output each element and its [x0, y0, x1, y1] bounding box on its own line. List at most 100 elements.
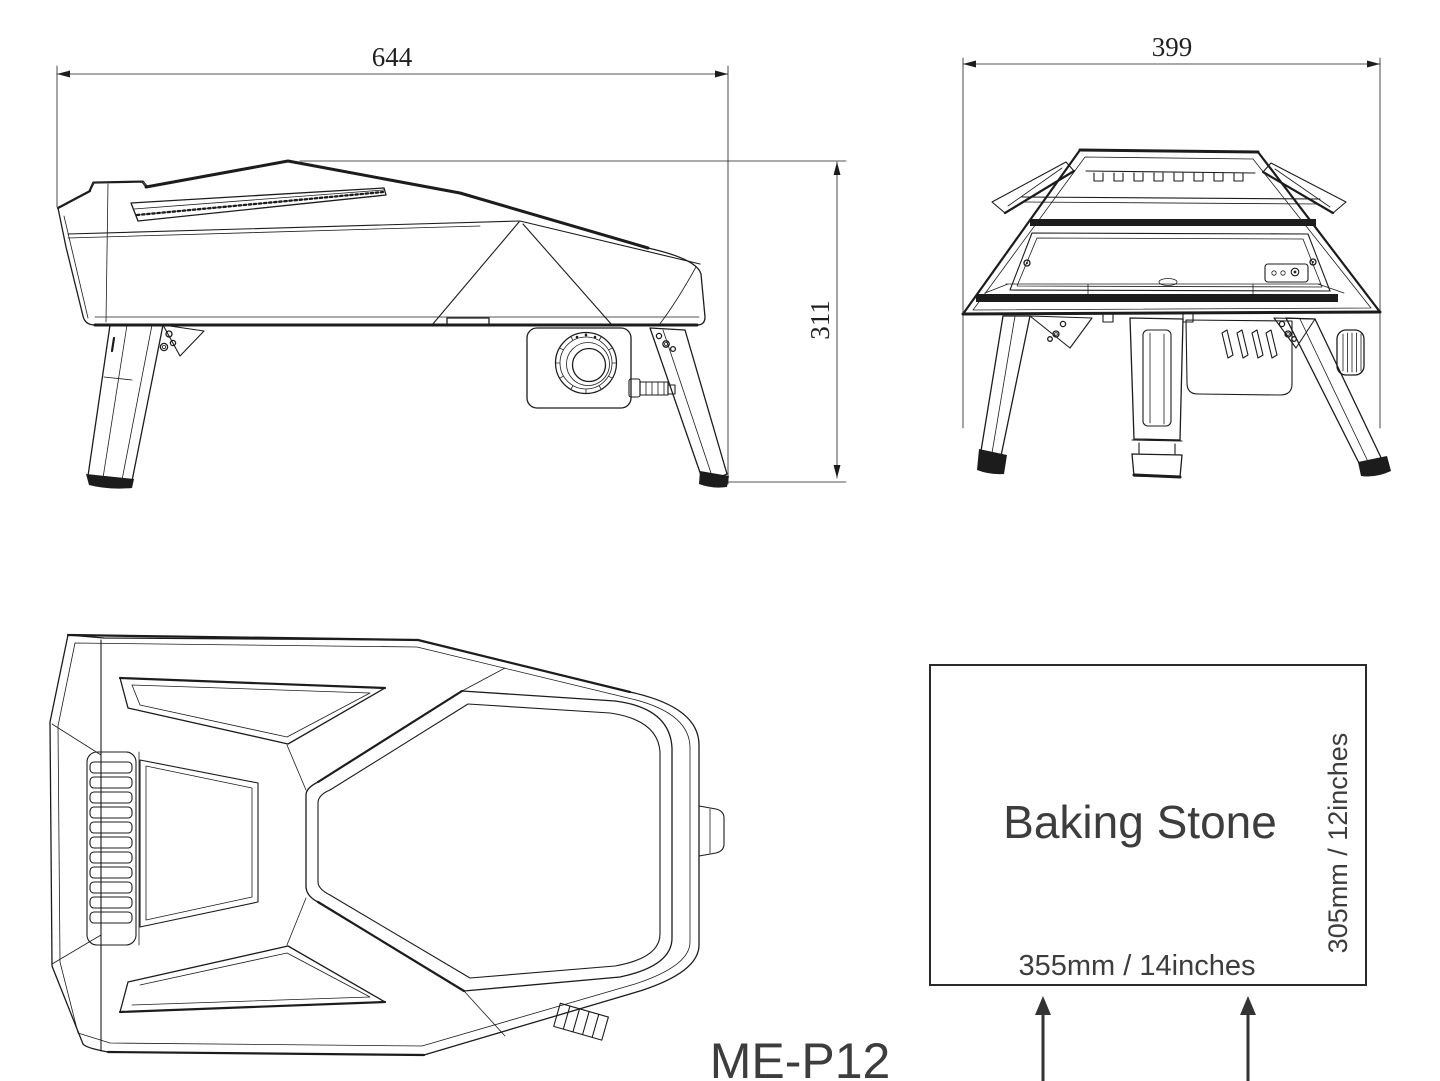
dimension-front-width: 399	[963, 32, 1380, 428]
arrowhead-left-icon	[963, 60, 976, 68]
control-dial-mark-3	[593, 335, 597, 339]
side-mouth-inner-line	[64, 216, 88, 318]
side-vent-hatch	[137, 192, 383, 215]
front-body-outline	[963, 150, 1380, 314]
control-knob-grip	[573, 349, 606, 382]
side-lid-parting-line	[68, 221, 700, 264]
front-right-handle-cutout	[1263, 163, 1346, 213]
front-dark-band	[1030, 219, 1316, 226]
arrowhead-down-icon	[833, 465, 841, 478]
side-front-leg-bracket	[163, 325, 204, 356]
front-panel-knob	[1291, 268, 1299, 276]
side-rear-foot	[699, 471, 729, 488]
front-control-panel	[1265, 264, 1308, 282]
baking-stone-title: Baking Stone	[1003, 796, 1277, 848]
baking-stone-diagram: Baking Stone 305mm / 12inches 355mm / 14…	[930, 665, 1366, 1081]
up-arrow-icon	[1035, 996, 1051, 1015]
front-groove-line-2	[1024, 202, 1318, 204]
side-bracket-screw-2-inner	[162, 345, 165, 348]
baking-stone-box	[930, 665, 1366, 985]
top-upper-vent-shadow	[120, 678, 385, 688]
side-view-drawing	[58, 161, 729, 489]
top-left-seam-upper	[52, 724, 101, 755]
front-left-screw-2-inner	[1055, 333, 1058, 336]
arrowhead-right-icon	[715, 70, 728, 78]
side-lid-parting-line-2	[68, 226, 480, 238]
side-rear-leg	[650, 328, 727, 484]
side-vent-slot	[131, 188, 386, 221]
front-right-foot	[1358, 456, 1391, 477]
side-front-leg-slot	[112, 338, 114, 351]
baking-stone-side-label: 305mm / 12inches	[1323, 733, 1353, 954]
dim-value-front-width: 399	[1152, 32, 1193, 62]
top-lower-vent-shadow	[120, 1002, 385, 1012]
arrowhead-right-icon	[1367, 60, 1380, 68]
front-left-handle-shadow	[1005, 171, 1074, 213]
front-regulator-ribs	[1343, 333, 1361, 372]
front-screw-left-dot	[1026, 262, 1028, 264]
front-groove-line-1	[1022, 197, 1320, 199]
model-label: ME-P12	[710, 1033, 891, 1081]
top-mid-panel	[140, 760, 258, 927]
front-slope-edges	[963, 150, 1380, 314]
front-left-screw-3	[1048, 337, 1053, 342]
side-front-foot	[86, 474, 134, 489]
front-castellation-line	[1086, 171, 1255, 173]
side-front-crease	[106, 184, 108, 322]
top-bottom-ribbed-tab	[554, 1003, 609, 1040]
front-view-drawing	[963, 150, 1391, 477]
top-body-outline	[50, 635, 699, 1055]
front-bottom-edge	[963, 312, 1380, 314]
dim-value-side-width: 644	[372, 42, 413, 72]
side-roof-left-edge	[58, 191, 90, 208]
control-knob-tick-ring	[560, 337, 612, 389]
dimension-side-width: 644	[57, 42, 728, 484]
front-right-screw-1	[1279, 321, 1284, 326]
top-door-seam-lower	[464, 991, 505, 1036]
front-center-leg-step	[1132, 440, 1182, 454]
front-regulator-knob	[1337, 330, 1364, 375]
side-bracket-screw-1	[166, 331, 172, 337]
front-screw-right	[1310, 259, 1316, 265]
top-grip-ribs	[90, 762, 132, 923]
front-panel-hole-1	[1272, 271, 1276, 275]
front-right-handle-inner	[1275, 169, 1330, 207]
side-front-leg-line-1	[103, 325, 127, 478]
side-rear-screw-3	[671, 347, 676, 352]
control-dial-mark-2	[584, 333, 588, 337]
front-left-leg-line	[992, 316, 1015, 453]
front-center-foot-base	[1134, 475, 1180, 477]
control-housing	[527, 328, 631, 408]
front-right-leg-line	[1300, 319, 1372, 470]
side-bracket-screw-2	[160, 343, 167, 350]
top-door-ring-outer	[306, 691, 672, 991]
front-louver-vents	[1222, 330, 1277, 358]
side-rear-leg-line	[663, 330, 713, 479]
front-right-screw-2	[1285, 331, 1291, 337]
top-inner-outline	[58, 643, 690, 1046]
gas-fitting-ribs	[646, 382, 664, 395]
baking-stone-arrow-left	[1035, 996, 1051, 1081]
front-screw-right-dot	[1312, 261, 1314, 263]
control-dial-mark-1	[575, 335, 579, 339]
side-chimney-lip	[89, 181, 147, 191]
front-under-tabs	[1103, 314, 1193, 322]
top-right-tab	[699, 806, 724, 856]
front-left-screw-1	[1060, 321, 1065, 326]
arrowhead-up-icon	[833, 162, 841, 175]
dim-value-side-height: 311	[805, 300, 835, 340]
front-top-edge	[1080, 150, 1258, 152]
top-lower-vent-inner	[132, 953, 370, 1005]
up-arrow-icon	[1240, 996, 1256, 1015]
front-mouth-lines	[985, 284, 1344, 294]
top-mid-panel-inner	[146, 766, 252, 920]
side-rear-screw-1	[656, 333, 661, 338]
front-center-leg	[1130, 318, 1183, 440]
front-panel-hole-2	[1281, 271, 1285, 275]
side-front-leg	[88, 325, 163, 481]
front-inner-outline	[973, 157, 1371, 310]
top-outline-shadow-edges	[68, 635, 630, 1055]
front-stone-shelf	[976, 294, 1338, 302]
baking-stone-arrow-right	[1240, 996, 1256, 1081]
